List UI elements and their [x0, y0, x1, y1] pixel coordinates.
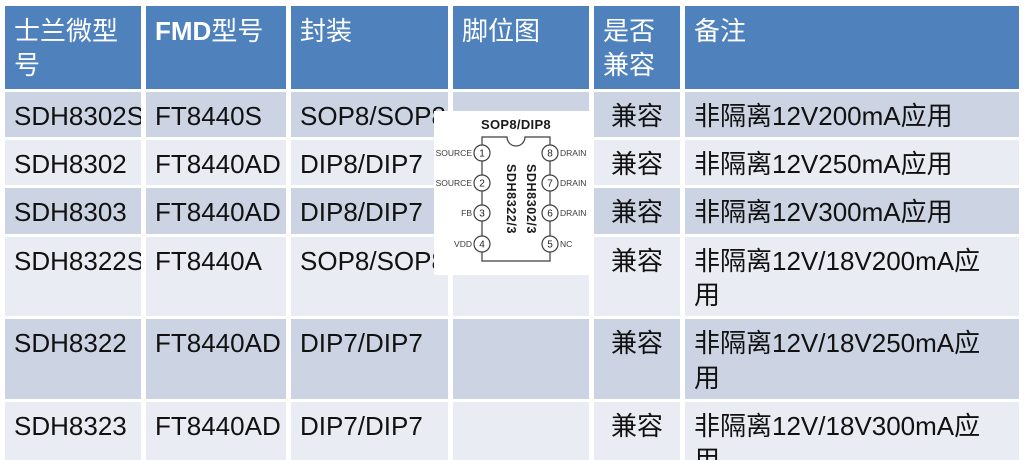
pin-label: DRAIN [560, 178, 586, 188]
header-package: 封装 [291, 6, 448, 89]
cell-compatible: 兼容 [594, 188, 680, 234]
table-row: SDH8303 FT8440AD DIP8/DIP7 兼容 非隔离12V300m… [5, 188, 1019, 234]
pin-label: VDD [454, 239, 472, 249]
pin-circle [473, 174, 491, 192]
header-label: 备注 [694, 16, 747, 46]
pin-circle [473, 204, 491, 222]
table-row: SDH8302 FT8440AD DIP8/DIP7 兼容 非隔离12V250m… [5, 139, 1019, 186]
comparison-table: 士兰微型号 FMD型号 封装 脚位图 是否兼容 备注 SDH8302S FT84… [0, 3, 1024, 460]
cell-package: SOP8/SOP8 [291, 91, 448, 137]
cell-fmd: FT8440AD [146, 401, 286, 460]
cell-model: SDH8303 [5, 188, 141, 234]
cell-model: SDH8322 [5, 319, 141, 399]
cell-package: SOP8/SOP8 [291, 236, 448, 317]
cell-compatible: 兼容 [594, 236, 680, 317]
cell-fmd: FT8440A [146, 236, 286, 317]
pin-circle [541, 144, 559, 162]
cell-note: 非隔离12V/18V300mA应 用 [685, 401, 1019, 460]
header-label: 士兰微型号 [14, 16, 119, 81]
pin-label: DRAIN [560, 148, 586, 158]
cell-pin-diagram [453, 401, 589, 460]
header-label: 封装 [300, 16, 353, 46]
header-label: 是否兼容 [603, 16, 656, 81]
table-header-row: 士兰微型号 FMD型号 封装 脚位图 是否兼容 备注 [5, 6, 1019, 89]
pin-label: SOURCE [436, 178, 473, 188]
cell-note: 非隔离12V250mA应用 [685, 139, 1019, 186]
pin-diagram-svg: SOP8/DIP8 1 2 3 4 8 7 6 5 SOURCE SOURCE [436, 117, 586, 262]
cell-compatible: 兼容 [594, 319, 680, 399]
cell-model: SDH8322S [5, 236, 141, 317]
pin-circle [473, 235, 491, 253]
pin-circle [473, 144, 491, 162]
cell-model: SDH8302S [5, 91, 141, 137]
chip-outline [481, 136, 551, 262]
cell-note: 非隔离12V/18V250mA应 用 [685, 319, 1019, 399]
pin-circle [541, 204, 559, 222]
pin-number: 5 [547, 240, 553, 251]
pin-number: 6 [547, 209, 553, 220]
cell-package: DIP8/DIP7 [291, 188, 448, 234]
cell-note: 非隔离12V300mA应用 [685, 188, 1019, 234]
chip-part-number: SDH8302/3 [524, 164, 538, 234]
header-note: 备注 [685, 6, 1019, 89]
pin-number: 1 [479, 149, 485, 160]
pin-label: FB [461, 208, 472, 218]
header-silan-model: 士兰微型号 [5, 6, 141, 89]
cell-model: SDH8302 [5, 139, 141, 186]
pin-number: 3 [479, 209, 485, 220]
header-fmd-model: FMD型号 [146, 6, 286, 89]
cell-package: DIP7/DIP7 [291, 401, 448, 460]
chip-part-number: SDH8322/3 [504, 164, 518, 234]
cell-package: DIP8/DIP7 [291, 139, 448, 186]
header-label-fmd-latin: FMD [155, 16, 212, 46]
table-row: SDH8322 FT8440AD DIP7/DIP7 兼容 非隔离12V/18V… [5, 319, 1019, 399]
cell-fmd: FT8440AD [146, 188, 286, 234]
cell-compatible: 兼容 [594, 401, 680, 460]
cell-fmd: FT8440AD [146, 139, 286, 186]
pin-label: NC [560, 239, 572, 249]
pin-number: 4 [479, 240, 485, 251]
pin-number: 8 [547, 149, 553, 160]
pin-circle [541, 235, 559, 253]
pin-label: DRAIN [560, 208, 586, 218]
header-label-fmd-cjk: 型号 [211, 16, 264, 46]
cell-note: 非隔离12V200mA应用 [685, 91, 1019, 137]
pin-label: SOURCE [436, 148, 473, 158]
table-row: SDH8302S FT8440S SOP8/SOP8 兼容 非隔离12V200m… [5, 91, 1019, 137]
pin-circle [541, 174, 559, 192]
pin-number: 2 [479, 179, 485, 190]
header-label: 脚位图 [462, 16, 541, 46]
cell-package: DIP7/DIP7 [291, 319, 448, 399]
cell-pin-diagram [453, 319, 589, 399]
table-row: SDH8323 FT8440AD DIP7/DIP7 兼容 非隔离12V/18V… [5, 401, 1019, 460]
cell-compatible: 兼容 [594, 139, 680, 186]
cell-fmd: FT8440S [146, 91, 286, 137]
cell-fmd: FT8440AD [146, 319, 286, 399]
cell-compatible: 兼容 [594, 91, 680, 137]
header-pin-diagram: 脚位图 [453, 6, 589, 89]
cell-note: 非隔离12V/18V200mA应 用 [685, 236, 1019, 317]
header-compatible: 是否兼容 [594, 6, 680, 89]
pin-diagram-panel: SOP8/DIP8 1 2 3 4 8 7 6 5 SOURCE SOURCE [434, 111, 594, 275]
pin-number: 7 [547, 179, 553, 190]
pin-diagram-title: SOP8/DIP8 [481, 117, 551, 132]
cell-model: SDH8323 [5, 401, 141, 460]
